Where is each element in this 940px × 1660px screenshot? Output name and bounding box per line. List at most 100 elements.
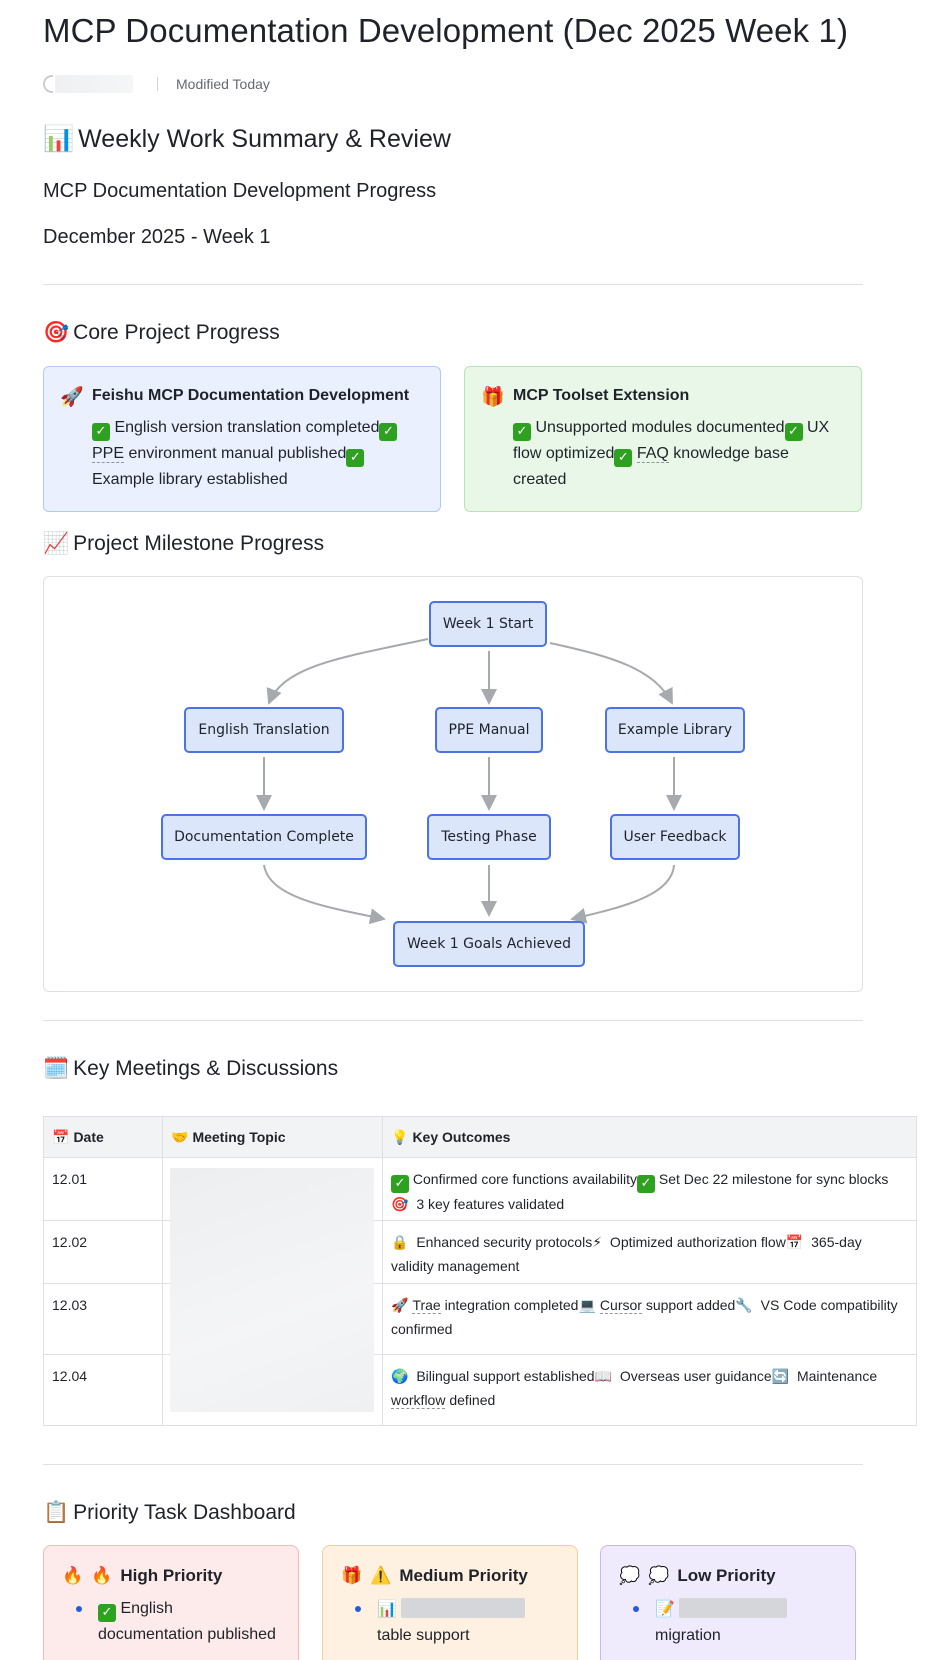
calendar-icon: 🗓️ <box>43 1056 70 1080</box>
document-meta: Modified Today <box>43 72 270 96</box>
edge-docs-goals <box>263 864 386 925</box>
thought-bubble-icon: 💭 <box>619 1566 641 1586</box>
table-header-row: 📅Date 🤝Meeting Topic 💡Key Outcomes <box>43 1116 917 1158</box>
check-icon: ✓ <box>98 1604 116 1622</box>
faq-term[interactable]: FAQ <box>636 445 669 463</box>
summary-subtitle[interactable]: MCP Documentation Development Progress <box>43 180 437 202</box>
node-ppe-manual[interactable]: PPE Manual <box>435 707 543 753</box>
handshake-icon: 🤝 <box>171 1129 189 1146</box>
check-icon: ✓ <box>614 449 633 467</box>
trend-chart-icon: 📈 <box>43 531 70 555</box>
table-row: 12.01 ✓ Confirmed core functions availab… <box>43 1157 917 1221</box>
card-title: Medium Priority <box>399 1566 528 1585</box>
check-icon: ✓ <box>513 423 531 441</box>
section-divider <box>43 1464 863 1465</box>
callout-body: ✓ Unsupported modules documented✓ UX flo… <box>513 419 830 488</box>
list-item[interactable]: 📊 table support <box>355 1596 561 1649</box>
meetings-heading-text: Key Meetings & Discussions <box>73 1056 339 1080</box>
cursor-term[interactable]: Cursor <box>599 1297 642 1314</box>
author-name-redacted[interactable] <box>55 75 133 93</box>
callout-title: MCP Toolset Extension <box>513 387 690 404</box>
node-documentation-complete[interactable]: Documentation Complete <box>161 814 367 860</box>
node-english-translation[interactable]: English Translation <box>184 707 344 753</box>
check-icon: ✓ <box>784 423 803 441</box>
trae-term[interactable]: Trae <box>412 1297 441 1314</box>
author-avatar[interactable] <box>43 75 53 93</box>
milestone-flowchart[interactable]: Week 1 Start English Translation PPE Man… <box>43 576 863 992</box>
high-priority-card[interactable]: 🔥 🔥 High Priority ✓ English documentatio… <box>43 1545 299 1660</box>
cell-date[interactable]: 12.03 <box>43 1283 163 1355</box>
target-icon: 🎯 <box>43 320 70 344</box>
dashboard-heading-text: Priority Task Dashboard <box>73 1500 296 1524</box>
cell-date[interactable]: 12.04 <box>43 1354 163 1426</box>
node-week1-start[interactable]: Week 1 Start <box>429 601 547 647</box>
summary-heading[interactable]: 📊 Weekly Work Summary & Review <box>43 124 451 154</box>
laptop-icon: 💻 <box>578 1298 596 1314</box>
meeting-topics-redacted <box>170 1168 374 1412</box>
cell-outcomes[interactable]: 🔒 Enhanced security protocols⚡ Optimized… <box>382 1220 917 1284</box>
cell-date[interactable]: 12.01 <box>43 1157 163 1221</box>
callout-title: Feishu MCP Documentation Development <box>92 387 410 404</box>
node-example-library[interactable]: Example Library <box>605 707 745 753</box>
dashboard-heading[interactable]: 📋 Priority Task Dashboard <box>43 1500 296 1525</box>
bullet <box>76 1606 82 1612</box>
edge-start-examples <box>549 642 673 705</box>
cell-outcomes[interactable]: 🚀Trae integration completed💻Cursor suppo… <box>382 1283 917 1355</box>
clipboard-icon: 📋 <box>43 1500 70 1524</box>
calendar-icon: 📅 <box>52 1129 70 1146</box>
core-progress-heading[interactable]: 🎯 Core Project Progress <box>43 320 280 345</box>
target-icon: 🎯 <box>391 1197 409 1213</box>
cell-date[interactable]: 12.02 <box>43 1220 163 1284</box>
cell-outcomes[interactable]: ✓ Confirmed core functions availability✓… <box>382 1157 917 1221</box>
bar-chart-icon: 📊 <box>377 1599 397 1618</box>
column-header-date[interactable]: 📅Date <box>43 1116 163 1158</box>
milestone-heading[interactable]: 📈 Project Milestone Progress <box>43 531 324 556</box>
card-title: High Priority <box>120 1566 223 1585</box>
bullet <box>355 1606 361 1612</box>
lightning-icon: ⚡ <box>592 1235 603 1251</box>
check-icon: ✓ <box>346 449 365 467</box>
medium-priority-card[interactable]: 🎁 ⚠️ Medium Priority 📊 table support <box>322 1545 578 1660</box>
table-row: 12.04 🌍 Bilingual support established📖 O… <box>43 1354 917 1426</box>
column-header-outcomes[interactable]: 💡Key Outcomes <box>382 1116 917 1158</box>
modified-time: Modified Today <box>176 76 270 92</box>
feishu-docs-callout[interactable]: 🚀 Feishu MCP Documentation Development ✓… <box>43 366 441 512</box>
warning-icon: ⚠️ <box>370 1566 392 1586</box>
summary-period[interactable]: December 2025 - Week 1 <box>43 226 271 248</box>
fire-icon: 🔥 <box>62 1566 84 1586</box>
summary-heading-text: Weekly Work Summary & Review <box>78 124 451 153</box>
rocket-icon: 🚀 <box>391 1298 409 1314</box>
core-progress-heading-text: Core Project Progress <box>73 320 280 344</box>
edge-start-english <box>266 638 429 705</box>
node-week1-goals[interactable]: Week 1 Goals Achieved <box>393 921 585 967</box>
list-item[interactable]: 📝 migration <box>633 1596 839 1649</box>
document-title[interactable]: MCP Documentation Development (Dec 2025 … <box>43 12 849 49</box>
workflow-term[interactable]: workflow <box>391 1392 446 1409</box>
rocket-icon: 🚀 <box>60 385 84 408</box>
book-icon: 📖 <box>594 1369 612 1385</box>
meetings-heading[interactable]: 🗓️ Key Meetings & Discussions <box>43 1056 338 1081</box>
edge-feedback-goals <box>570 864 675 924</box>
milestone-heading-text: Project Milestone Progress <box>73 531 325 555</box>
cell-outcomes[interactable]: 🌍 Bilingual support established📖 Oversea… <box>382 1354 917 1426</box>
section-divider <box>43 284 863 285</box>
card-title: Low Priority <box>677 1566 776 1585</box>
node-user-feedback[interactable]: User Feedback <box>610 814 740 860</box>
redacted-text <box>678 1598 787 1618</box>
globe-icon: 🌍 <box>391 1369 409 1385</box>
bar-chart-icon: 📊 <box>43 124 75 153</box>
memo-icon: 📝 <box>655 1599 675 1618</box>
list-item[interactable]: ✓ English documentation published <box>76 1596 282 1648</box>
ppe-term[interactable]: PPE <box>92 445 125 463</box>
check-icon: ✓ <box>391 1175 409 1193</box>
lock-icon: 🔒 <box>391 1235 409 1251</box>
column-header-topic[interactable]: 🤝Meeting Topic <box>162 1116 383 1158</box>
low-priority-card[interactable]: 💭 💭 Low Priority 📝 migration <box>600 1545 856 1660</box>
node-testing-phase[interactable]: Testing Phase <box>427 814 551 860</box>
toolset-extension-callout[interactable]: 🎁 MCP Toolset Extension ✓ Unsupported mo… <box>464 366 862 512</box>
calendar-icon: 📅 <box>785 1235 804 1251</box>
check-icon: ✓ <box>637 1175 655 1193</box>
check-icon: ✓ <box>379 423 398 441</box>
lightbulb-icon: 💡 <box>391 1129 409 1146</box>
bullet <box>633 1606 639 1612</box>
